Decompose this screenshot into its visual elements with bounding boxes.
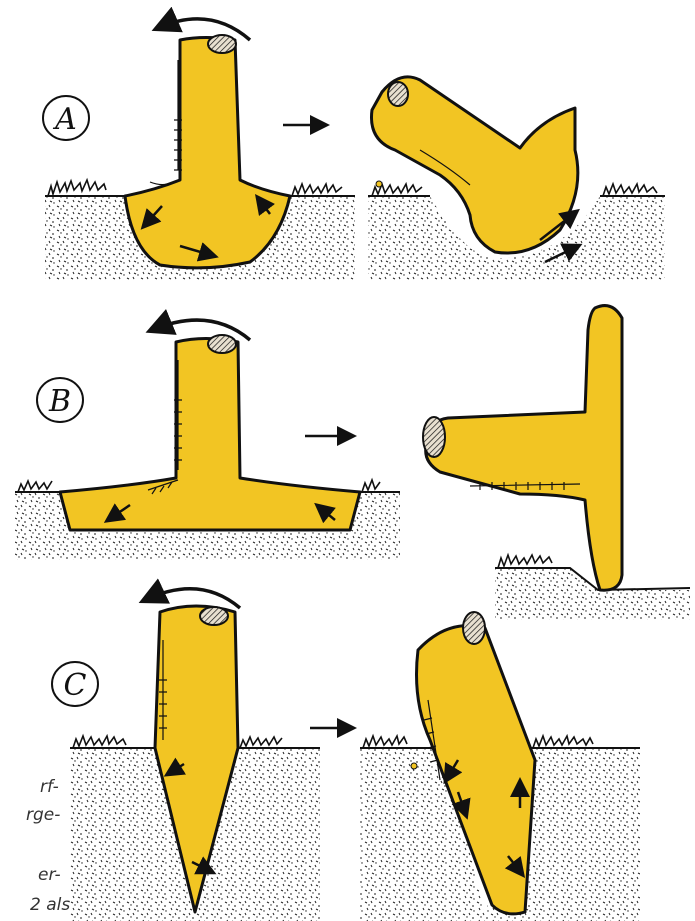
svg-text:B: B (48, 384, 71, 419)
caption-fragment-4: 2 als (30, 890, 70, 920)
svg-text:A: A (52, 102, 77, 137)
panel-c: C (52, 589, 640, 921)
panel-b: B (15, 306, 690, 620)
panel-label-c: C (52, 662, 98, 706)
plant-b-right (423, 306, 622, 591)
svg-text:C: C (64, 668, 87, 703)
caption-fragment-1: rf- (40, 772, 59, 802)
caption-fragment-3: er- (38, 860, 61, 890)
panel-a: A (43, 19, 665, 280)
panel-label-a: A (43, 96, 89, 140)
panel-label-b: B (37, 378, 83, 422)
plant-a-left (125, 35, 290, 268)
caption-fragment-2: rge- (26, 800, 60, 830)
cropped-caption: rf- rge- er- 2 als (0, 760, 70, 921)
rotate-arrow-b (152, 320, 250, 340)
plant-b-left (60, 335, 360, 530)
